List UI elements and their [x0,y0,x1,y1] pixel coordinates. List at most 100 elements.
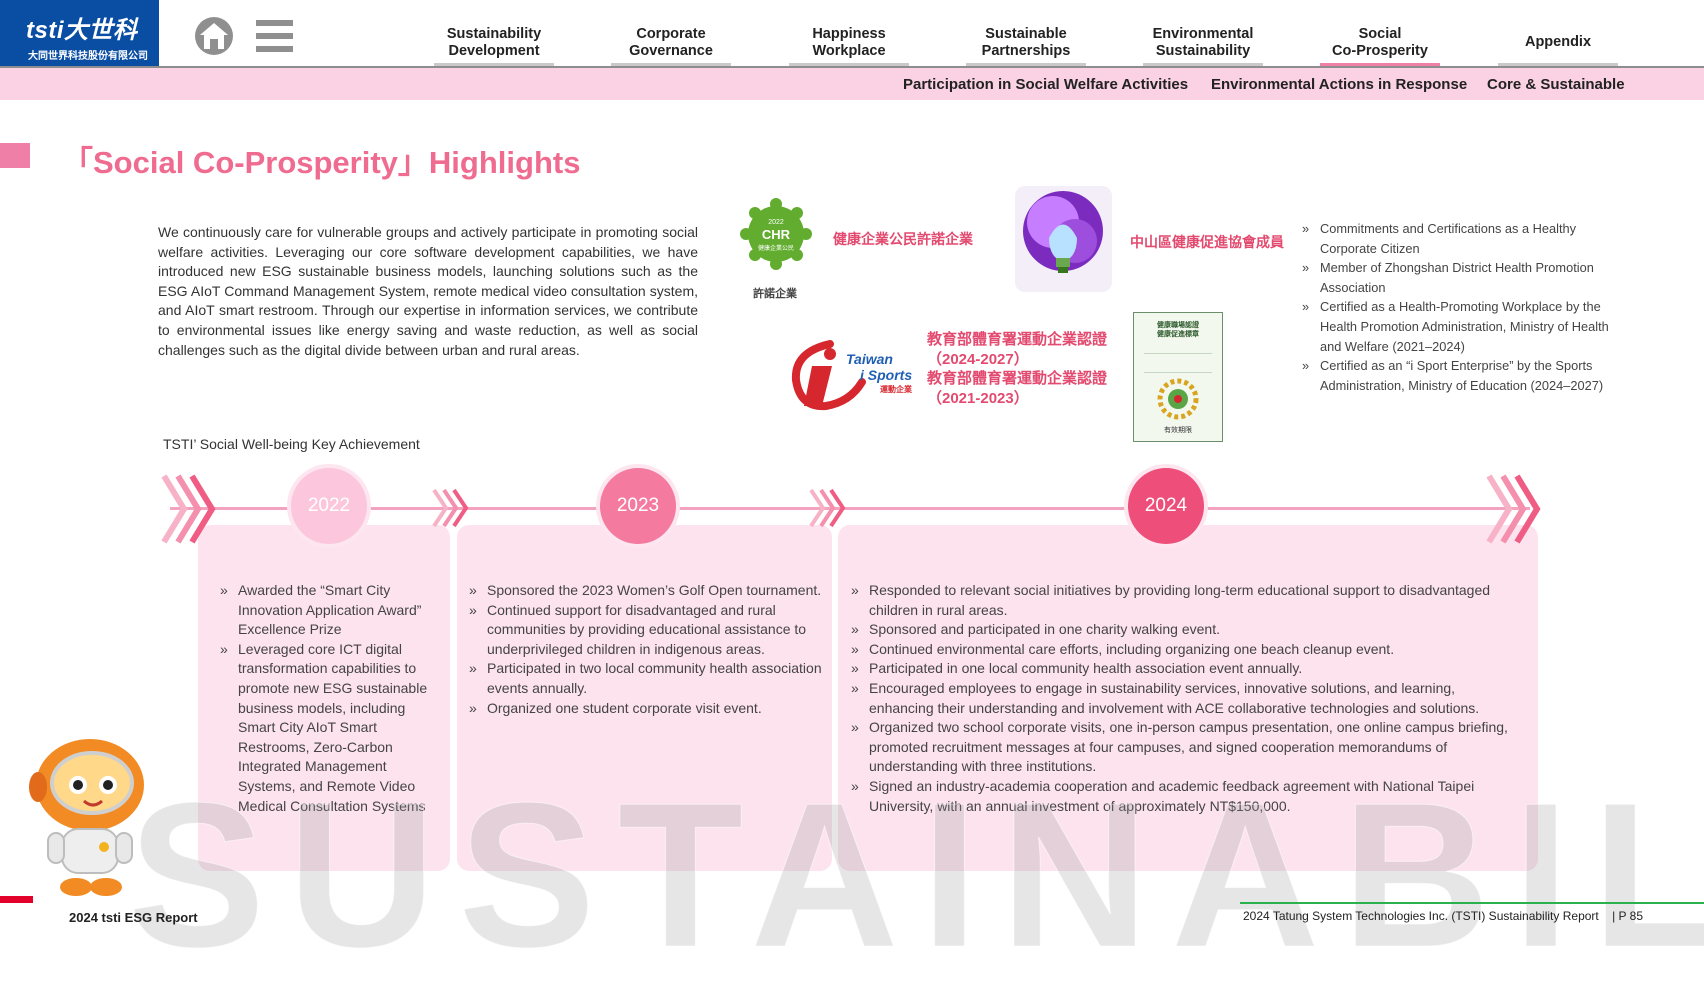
home-icon[interactable] [193,16,235,56]
timeline-item: Continued support for disadvantaged and … [469,601,823,660]
sustainability-watermark: SUSTAINABILITY [128,760,1704,990]
timeline-list-2024: Responded to relevant social initiatives… [851,581,1515,816]
i-sports-logo-line1: Taiwan [846,351,893,367]
brand-logo[interactable]: tsti大世科 大同世界科技股份有限公司 [0,0,159,66]
nav-tab-underline [1320,63,1440,68]
timeline-list-2023: Sponsored the 2023 Women’s Golf Open tou… [469,581,823,718]
nav-tab-line1: Appendix [1524,34,1592,50]
nav-tab-line2: Workplace [812,43,886,59]
header-divider [0,66,1704,68]
timeline-item: Organized one student corporate visit ev… [469,699,823,719]
nav-tab-line1: Corporate [636,26,706,42]
timeline-item: Sponsored and participated in one charit… [851,620,1515,640]
timeline-item: Participated in one local community heal… [851,659,1515,679]
year-badge-2023: 2023 [600,468,676,544]
nav-tab-social-co-prosperity[interactable]: Social Co-Prosperity [1320,26,1440,68]
chr-seal-logo: 2022 CHR 健康企業公民 [740,198,812,270]
nav-tab-line2: Governance [629,43,713,59]
chr-label: 健康企業公民許諾企業 [833,231,973,247]
timeline-list-2022: Awarded the “Smart City Innovation Appli… [220,581,430,816]
nav-tab-environmental-sustainability[interactable]: Environmental Sustainability [1143,26,1263,68]
subnav-environmental-actions[interactable]: Environmental Actions in Response [1211,76,1468,93]
timeline-item: Signed an industry-academia cooperation … [851,777,1515,816]
chr-seal-mark: CHR [762,227,791,242]
certification-item: Certified as a Health-Promoting Workplac… [1302,297,1624,356]
nav-tab-underline [434,63,554,68]
certification-item: Member of Zhongshan District Health Prom… [1302,258,1624,297]
nav-tab-underline [966,63,1086,68]
nav-tab-underline [1143,63,1263,68]
subnav-social-welfare[interactable]: Participation in Social Welfare Activiti… [903,76,1189,93]
nav-tab-sustainability-development[interactable]: Sustainability Development [434,26,554,68]
footer-accent-bar [0,896,33,903]
certificate-footer: 有效期限 [1164,427,1192,434]
logo-text: tsti大世科 [26,17,138,44]
certificate-title: 健康職場認證 健康促進標章 [1157,322,1199,338]
moe-line: 教育部體育署運動企業認證 [927,370,1108,387]
subnav-core-sustainable[interactable]: Core & Sustainable [1487,76,1625,93]
nav-tab-underline [789,63,909,68]
footer-report-info: 2024 Tatung System Technologies Inc. (TS… [1243,909,1643,923]
footer-green-rule [1240,902,1704,904]
nav-tab-line2: Co-Prosperity [1332,43,1428,59]
certificate-emblem-icon [1157,378,1199,420]
chevron-arrows-icon [432,488,469,528]
moe-line: 教育部體育署運動企業認證 [927,331,1108,348]
title-marker [0,143,30,168]
timeline-line [170,507,1530,510]
nav-tab-happiness-workplace[interactable]: Happiness Workplace [789,26,909,68]
moe-line: （2021-2023） [927,389,1029,407]
nav-tab-sustainable-partnerships[interactable]: Sustainable Partnerships [966,26,1086,68]
nav-tab-underline [611,63,731,68]
footer-company-report: 2024 Tatung System Technologies Inc. (TS… [1243,909,1599,923]
footer-report-title: 2024 tsti ESG Report [69,910,198,925]
i-sports-logo-line2: i Sports [860,367,912,383]
certification-item: Certified as an “i Sport Enterprise” by … [1302,356,1624,395]
nav-tab-line2: Development [448,43,540,59]
year-badge-2024: 2024 [1128,468,1204,544]
intro-paragraph: We continuously care for vulnerable grou… [158,224,698,358]
timeline-item: Leveraged core ICT digital transformatio… [220,640,430,816]
chevron-arrows-icon [161,474,216,544]
timeline-label: TSTI’ Social Well-being Key Achievement [163,436,420,452]
mascot-icon [29,739,144,896]
nav-tab-line1: Sustainability [446,26,542,42]
certificate-text-lines [1144,353,1212,373]
nav-tab-line2: Sustainability [1155,43,1251,59]
certification-list: Commitments and Certifications as a Heal… [1302,219,1624,395]
nav-tab-underline [1498,63,1618,68]
page-title: 「Social Co-Prosperity」Highlights [62,145,581,180]
chevron-arrows-icon [809,488,846,528]
i-sports-logo-line3: 運動企業 [880,384,913,394]
health-workplace-certificate-image: 健康職場認證 健康促進標章 有效期限 [1133,312,1223,442]
logo-subtext: 大同世界科技股份有限公司 [28,51,148,62]
timeline-item: Awarded the “Smart City Innovation Appli… [220,581,430,640]
timeline-item: Organized two school corporate visits, o… [851,718,1515,777]
i-sports-logo: Taiwan i Sports 運動企業 [791,340,913,411]
timeline-item: Continued environmental care efforts, in… [851,640,1515,660]
nav-tab-appendix[interactable]: Appendix [1498,34,1618,68]
chr-seal-bottom-text: 健康企業公民 [758,244,794,252]
nav-tab-line1: Environmental [1152,26,1254,42]
chr-seal-year: 2022 [768,219,784,226]
health-promotion-label: 中山區健康促進協會成員 [1130,234,1284,250]
certification-item: Commitments and Certifications as a Heal… [1302,219,1624,258]
subnav-band [0,68,1704,100]
nav-tab-line1: Social [1358,26,1402,42]
nav-tab-line1: Sustainable [985,26,1067,42]
chevron-arrows-icon [1486,474,1541,544]
health-promotion-lamp-image [1015,186,1112,292]
moe-line: （2024-2027） [927,350,1029,368]
menu-icon[interactable] [256,20,293,52]
page-number: | P 85 [1612,909,1644,923]
timeline-item: Encouraged employees to engage in sustai… [851,679,1515,718]
timeline-item: Participated in two local community heal… [469,659,823,698]
moe-certification-text: 教育部體育署運動企業認證 （2024-2027） 教育部體育署運動企業認證 （2… [927,330,1107,408]
timeline-item: Sponsored the 2023 Women’s Golf Open tou… [469,581,823,601]
timeline-item: Responded to relevant social initiatives… [851,581,1515,620]
nav-tab-line1: Happiness [812,26,886,42]
chr-caption: 許諾企業 [753,288,797,300]
year-badge-2022: 2022 [291,468,367,544]
nav-tab-line2: Partnerships [981,43,1071,59]
nav-tab-corporate-governance[interactable]: Corporate Governance [611,26,731,68]
